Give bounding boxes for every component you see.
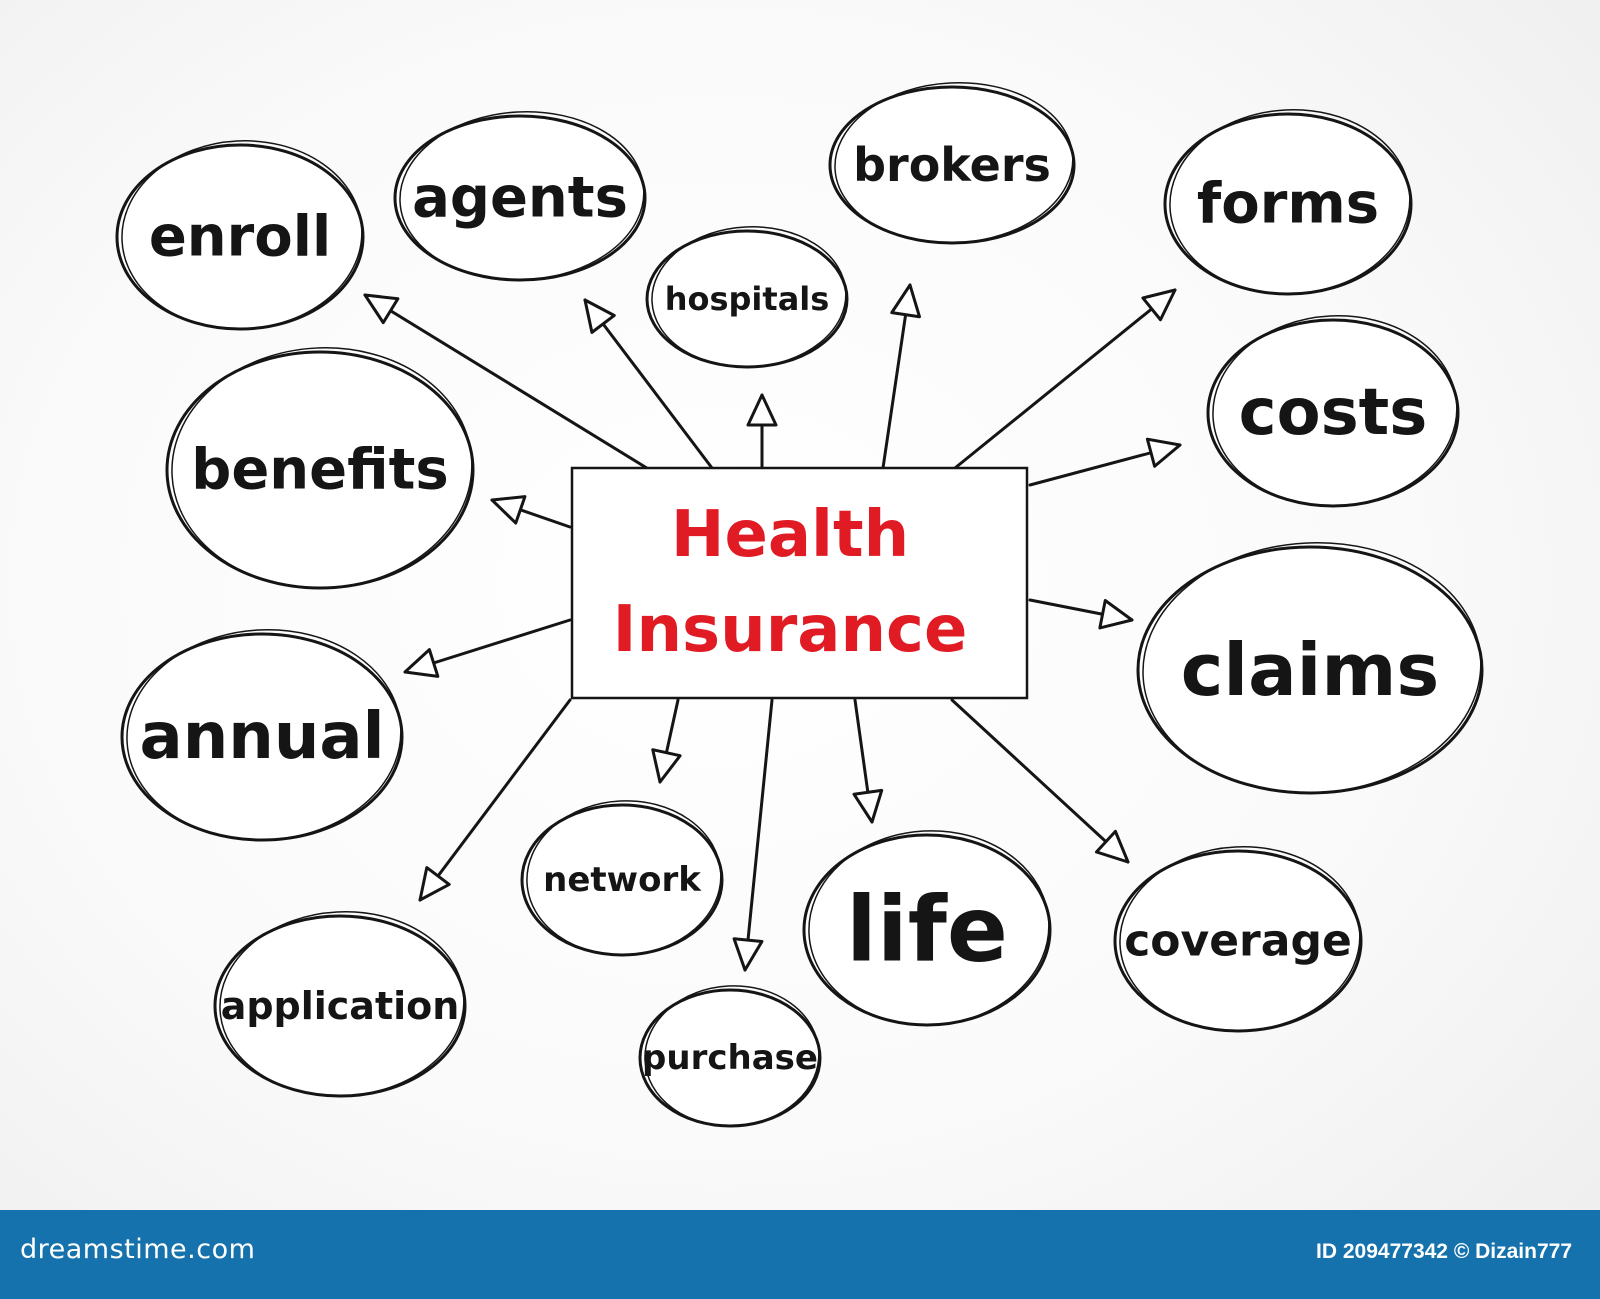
node-costs: costs xyxy=(1206,315,1460,508)
node-label-brokers: brokers xyxy=(853,138,1051,192)
node-sketch-forms xyxy=(1169,109,1411,295)
node-label-purchase: purchase xyxy=(642,1038,818,1078)
center-title-line1: Health xyxy=(671,498,909,572)
arrowhead-purchase xyxy=(732,937,764,972)
node-sketch-life xyxy=(808,830,1050,1026)
arrowhead-network xyxy=(651,748,682,784)
node-label-application: application xyxy=(221,984,460,1028)
arrows-layer xyxy=(363,283,1182,972)
node-label-forms: forms xyxy=(1197,172,1379,237)
mind-map: enroll agents brokers forms hospitals benefit… xyxy=(115,82,1484,1128)
node-claims: claims xyxy=(1136,542,1484,795)
node-label-costs: costs xyxy=(1239,376,1428,450)
node-sketch-enroll xyxy=(121,140,363,330)
arrow-line-forms xyxy=(953,288,1177,470)
node-network: network xyxy=(520,800,724,957)
node-label-benefits: benefits xyxy=(191,438,449,503)
node-benefits: benefits xyxy=(165,347,475,590)
arrow-line-coverage xyxy=(950,698,1130,864)
arrowhead-agents xyxy=(583,298,616,334)
footer-brand[interactable]: dreamstime.com xyxy=(20,1234,256,1265)
node-sketch-annual xyxy=(126,629,402,841)
footer-credit: ID 209477342 © Dizain777 xyxy=(1316,1240,1572,1263)
arrowhead-hospitals xyxy=(746,393,778,427)
node-label-agents: agents xyxy=(412,166,628,231)
node-sketch-claims xyxy=(1142,542,1482,794)
arrowhead-claims xyxy=(1098,598,1134,630)
node-annual: annual xyxy=(120,629,404,842)
node-sketch-costs xyxy=(1212,315,1458,507)
arrow-line-enroll xyxy=(363,293,652,472)
node-sketch-benefits xyxy=(171,347,473,589)
node-sketch-purchase xyxy=(644,985,820,1127)
node-sketch-hospitals xyxy=(651,226,847,368)
node-label-coverage: coverage xyxy=(1124,916,1352,967)
arrowhead-annual xyxy=(403,648,440,678)
node-brokers: brokers xyxy=(828,82,1076,245)
arrow-line-application xyxy=(418,698,572,902)
node-application: application xyxy=(213,911,467,1098)
node-sketch-application xyxy=(219,911,465,1097)
arrowhead-costs xyxy=(1145,437,1182,468)
node-sketch-brokers xyxy=(834,82,1074,244)
arrowhead-enroll xyxy=(363,293,400,325)
node-sketch-network xyxy=(526,800,722,956)
node-label-life: life xyxy=(846,878,1008,983)
node-label-network: network xyxy=(543,860,702,900)
arrowhead-application xyxy=(418,866,451,902)
arrowhead-forms xyxy=(1141,288,1177,322)
node-enroll: enroll xyxy=(115,140,365,331)
node-sketch-coverage xyxy=(1119,846,1361,1032)
node-label-annual: annual xyxy=(140,700,385,774)
arrowhead-life xyxy=(852,788,884,824)
node-purchase: purchase xyxy=(638,985,822,1128)
arrow-line-purchase xyxy=(743,698,774,972)
node-sketch-agents xyxy=(399,111,645,281)
node-hospitals: hospitals xyxy=(645,226,849,369)
center-title-line2: Insurance xyxy=(613,593,968,667)
arrowhead-benefits xyxy=(490,495,527,525)
arrow-line-agents xyxy=(583,298,714,470)
nodes-layer: enroll agents brokers forms hospitals benefit… xyxy=(115,82,1484,1128)
node-forms: forms xyxy=(1163,109,1413,296)
arrowhead-brokers xyxy=(890,283,921,319)
node-agents: agents xyxy=(393,111,647,282)
node-label-enroll: enroll xyxy=(149,205,331,270)
center-box xyxy=(570,466,1029,700)
node-label-hospitals: hospitals xyxy=(665,280,830,318)
node-life: life xyxy=(802,830,1052,1027)
footer-bar: dreamstime.com ID 209477342 © Dizain777 xyxy=(0,1210,1600,1299)
node-coverage: coverage xyxy=(1113,846,1363,1033)
node-label-claims: claims xyxy=(1181,628,1440,712)
center-node: Health Insurance xyxy=(570,466,1029,700)
arrowhead-coverage xyxy=(1094,829,1130,864)
